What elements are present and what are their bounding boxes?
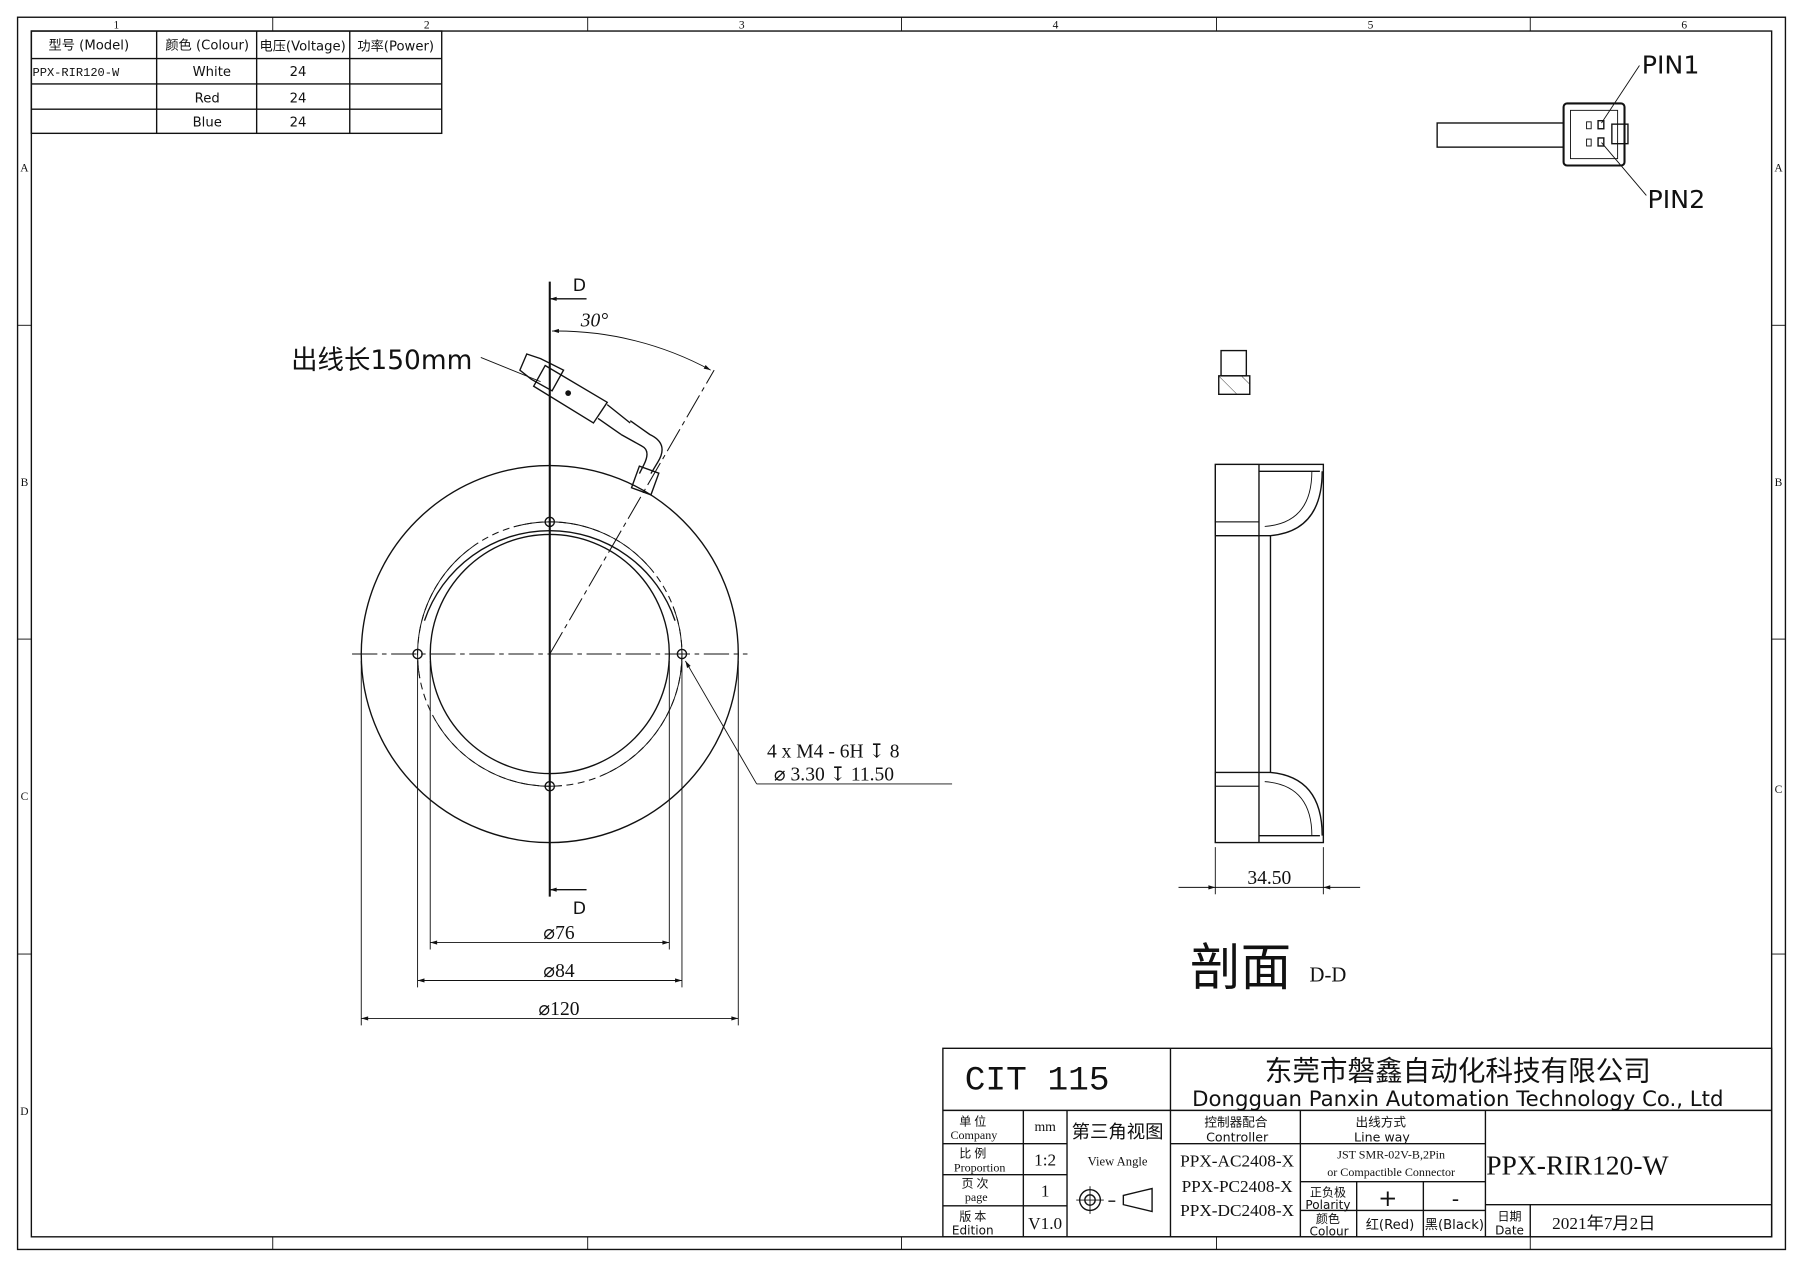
controller-model: PPX-DC2408-X [1180,1201,1295,1220]
unit-label-en: Company [950,1128,997,1142]
third-angle-projection-icon [1076,1186,1153,1214]
pin2-label: PIN2 [1647,185,1705,214]
spec-cell-model: PPX-RIR120-W [33,66,121,80]
colour-plus: 红(Red) [1366,1217,1415,1233]
model-number: PPX-RIR120-W [1486,1150,1668,1181]
page-value: 1 [1041,1182,1050,1201]
polarity-label-en: Polarity [1305,1198,1350,1212]
zone-row-d-left: D [20,1106,28,1118]
thread-note-1: 4 x M4 - 6H ↧ 8 [767,741,900,762]
connector-pin-view: PIN1 PIN2 [1436,51,1705,214]
colour-label-en: Colour [1310,1225,1349,1239]
edition-label-cn: 版 本 [959,1210,986,1224]
spec-table: 型号 (Model) 颜色 (Colour) 电压(Voltage) 功率(Po… [30,30,443,135]
spec-cell-colour: Red [195,91,220,106]
drawing-frame: 1 2 3 4 5 6 A B C D A B C [16,16,1787,1251]
polarity-plus: + [1378,1186,1397,1212]
scale-value: 1:2 [1034,1151,1056,1170]
zone-row-c-left: C [21,791,29,803]
scale-label-cn: 比 例 [959,1147,986,1161]
section-mark-bottom: D [573,899,586,919]
zone-col-3: 3 [739,20,745,32]
angle-dimension: 30° [580,310,609,331]
controller-label-cn: 控制器配合 [1204,1114,1268,1129]
title-block: CIT 115 东莞市磐鑫自动化科技有限公司 Dongguan Panxin A… [942,1047,1773,1239]
colour-minus: 黑(Black) [1425,1218,1484,1233]
drawing-code: CIT 115 [965,1062,1110,1101]
lineway-label-cn: 出线方式 [1356,1114,1407,1129]
controller-model: PPX-PC2408-X [1182,1177,1294,1196]
page-label-cn: 页 次 [962,1176,989,1190]
company-name-en: Dongguan Panxin Automation Technology Co… [1192,1087,1723,1112]
zone-row-b-right: B [1775,477,1783,489]
spec-cell-voltage: 24 [290,115,307,130]
zone-col-4: 4 [1053,20,1059,32]
spec-header-colour: 颜色 (Colour) [165,36,249,53]
spec-cell-voltage: 24 [290,65,307,80]
polarity-label-cn: 正负极 [1310,1186,1346,1200]
colour-label-cn: 颜色 [1316,1211,1340,1226]
front-view: D D 30° 出线长150mm 4 x M4 - 6H ↧ 8 ⌀ 3.30 … [291,276,953,1026]
spec-header-power: 功率(Power) [357,38,434,55]
zone-col-2: 2 [424,20,430,32]
zone-row-c-right: C [1775,784,1783,796]
zone-row-a-right: A [1774,162,1783,174]
controller-label-en: Controller [1206,1129,1269,1144]
page-label-en: page [965,1190,988,1204]
thread-note-2: ⌀ 3.30 ↧ 11.50 [774,764,894,785]
spec-header-voltage: 电压(Voltage) [260,39,346,55]
zone-col-6: 6 [1681,20,1687,32]
date-value: 2021年7月2日 [1552,1214,1655,1233]
zone-row-a-left: A [20,162,29,174]
dimension-76: ⌀76 [543,923,575,944]
dimension-84: ⌀84 [543,961,575,982]
dimension-120: ⌀120 [538,999,579,1020]
unit-label-cn: 单 位 [959,1113,986,1128]
controller-model: PPX-AC2408-X [1180,1152,1295,1171]
view-angle-cn: 第三角视图 [1072,1122,1164,1142]
lineway-value-1: JST SMR-02V-B,2Pin [1337,1148,1445,1162]
spec-cell-colour: White [193,65,231,80]
spec-cell-colour: Blue [193,115,222,130]
lineway-label-en: Line way [1354,1129,1410,1144]
zone-col-1: 1 [114,20,120,32]
spec-cell-voltage: 24 [290,91,307,106]
scale-label-en: Proportion [954,1160,1006,1174]
edition-label-en: Edition [952,1224,994,1238]
view-angle-en: View Angle [1088,1155,1148,1169]
section-view-d-d: 34.50 剖面 D-D [1178,349,1361,996]
unit-value: mm [1034,1119,1056,1134]
zone-col-5: 5 [1368,20,1374,32]
spec-header-model: 型号 (Model) [49,37,130,53]
lineway-value-2: or Compactible Connector [1327,1165,1455,1179]
date-label-en: Date [1495,1224,1524,1238]
polarity-minus: - [1452,1187,1459,1211]
cable-length-label: 出线长150mm [291,345,472,376]
pin1-label: PIN1 [1642,51,1700,80]
section-title: 剖面 [1190,940,1291,996]
edition-value: V1.0 [1028,1214,1062,1233]
section-title-suffix: D-D [1310,965,1347,987]
date-label-cn: 日期 [1498,1210,1522,1224]
dimension-width: 34.50 [1247,868,1291,889]
zone-row-b-left: B [21,477,29,489]
section-mark-top: D [573,276,586,296]
company-name-cn: 东莞市磐鑫自动化科技有限公司 [1265,1054,1651,1087]
